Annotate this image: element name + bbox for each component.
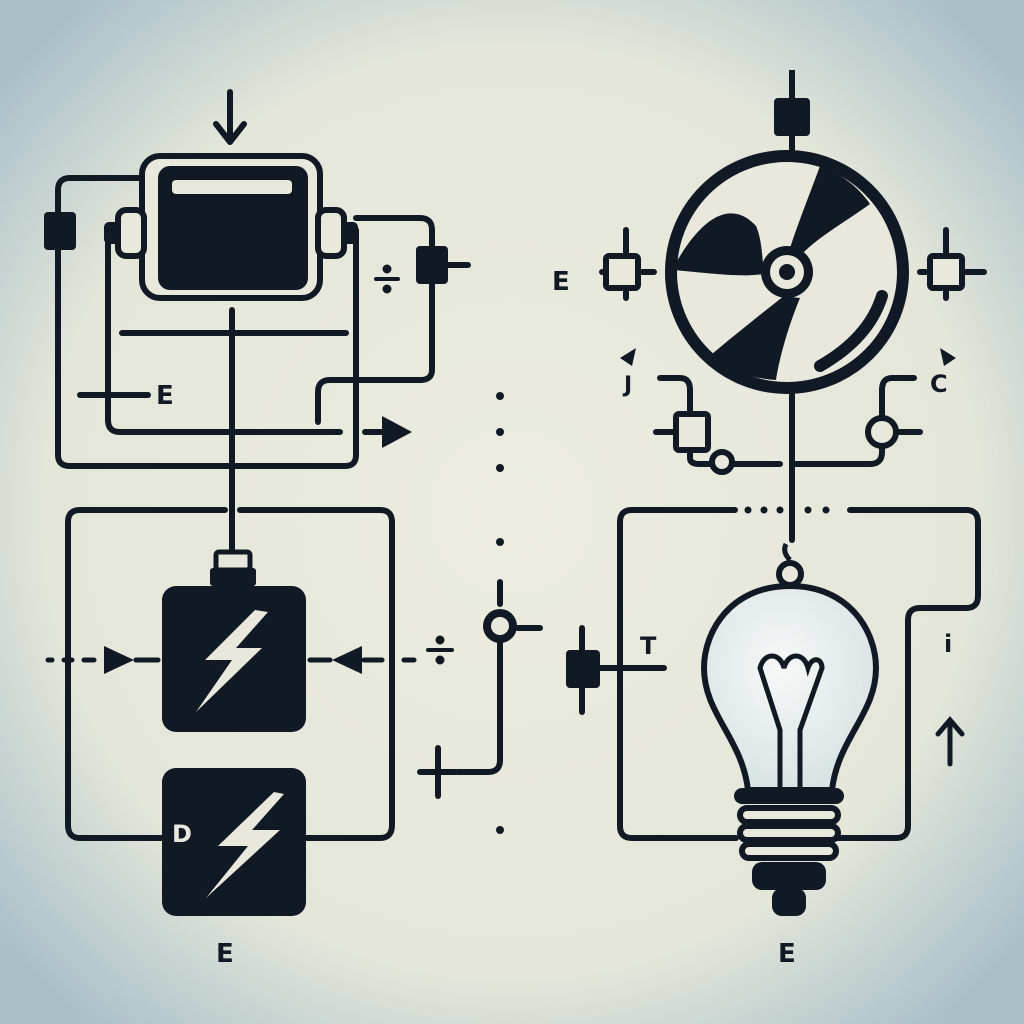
lightning-icon xyxy=(206,792,284,898)
right-outer-loop xyxy=(595,507,981,841)
battery-terminal xyxy=(210,536,256,586)
light-bulb-icon xyxy=(700,542,880,916)
label-e-bottom-left: E xyxy=(216,939,234,969)
label-c-fan: C xyxy=(930,370,948,398)
battery-icon: D xyxy=(162,768,306,916)
arrow-right-icon xyxy=(382,416,412,448)
label-j-fan: J xyxy=(622,373,632,398)
label-e-fan: E xyxy=(552,267,570,297)
small-arrows xyxy=(620,348,956,366)
wire-lower-left xyxy=(65,507,228,841)
fan-top-connector xyxy=(774,70,810,164)
center-link xyxy=(417,579,543,799)
arrow-down-icon xyxy=(213,89,247,145)
motor-icon xyxy=(104,153,358,301)
wire-outer-right xyxy=(315,215,435,425)
fan-icon xyxy=(665,150,909,394)
switch-right-block xyxy=(416,246,448,284)
wire-inner-left xyxy=(105,227,343,435)
center-dots xyxy=(496,392,504,834)
label-i: i xyxy=(944,630,952,658)
switch-icon xyxy=(566,625,600,715)
battery-icon xyxy=(162,586,306,732)
label-t: T xyxy=(640,632,657,660)
battery-mark: D xyxy=(172,820,192,848)
switch-left-block xyxy=(44,212,76,250)
dotted-link xyxy=(744,506,830,514)
label-e-left: E xyxy=(156,381,174,411)
wire-outer-left xyxy=(55,175,359,469)
arrow-up-icon xyxy=(935,716,965,767)
fan-lower-wiring xyxy=(653,375,923,543)
input-arrows xyxy=(45,646,417,674)
left-circuit xyxy=(55,89,435,841)
lightning-icon xyxy=(196,610,268,712)
switch-icon xyxy=(673,411,711,453)
wire-lower-right xyxy=(237,507,395,841)
divide-mark-center xyxy=(426,635,454,665)
divide-mark-top xyxy=(374,264,400,294)
label-e-bottom-right: E xyxy=(778,939,796,969)
switch-icon xyxy=(865,415,899,449)
